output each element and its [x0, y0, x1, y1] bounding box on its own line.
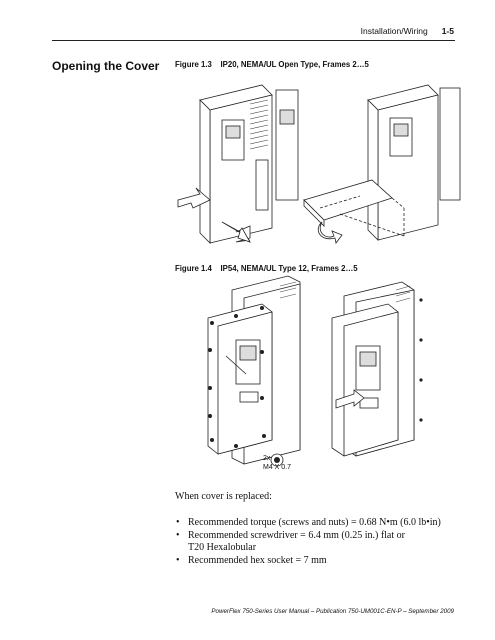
- figure-2-title: IP54, NEMA/UL Type 12, Frames 2…5: [220, 264, 358, 273]
- page-footer: PowerFlex 750-Series User Manual – Publi…: [211, 608, 454, 615]
- figure-2-caption: Figure 1.4 IP54, NEMA/UL Type 12, Frames…: [175, 264, 358, 273]
- continuation-text: T20 Hexalobular: [188, 542, 257, 553]
- drive-type-12-exploded: [207, 275, 301, 467]
- figure-2-number: Figure 1.4: [175, 264, 212, 273]
- figure-1-caption: Figure 1.3 IP20, NEMA/UL Open Type, Fram…: [175, 60, 369, 69]
- section-title: Opening the Cover: [52, 59, 160, 73]
- callout-size: M4 X 0.7: [263, 464, 292, 471]
- running-header: Installation/Wiring 1-5: [361, 26, 454, 36]
- list-item-continuation: T20 Hexalobular: [176, 542, 441, 555]
- drive-open-type-opened: [303, 84, 461, 244]
- figure-1-number: Figure 1.3: [175, 60, 212, 69]
- page-number: 1-5: [441, 26, 454, 36]
- header-title: Installation/Wiring: [360, 26, 428, 36]
- drive-open-type-closed: [177, 84, 299, 244]
- list-item: Recommended screwdriver = 6.4 mm (0.25 i…: [176, 530, 441, 543]
- figure-1-title: IP20, NEMA/UL Open Type, Frames 2…5: [220, 60, 369, 69]
- drive-type-12-assembled: [331, 281, 423, 457]
- list-item: Recommended hex socket = 7 mm: [176, 555, 441, 568]
- callout-qty: 2x: [263, 455, 271, 462]
- callout-label: 2x M4 X 0.7: [263, 454, 291, 472]
- list-item: Recommended torque (screws and nuts) = 0…: [176, 517, 441, 530]
- intro-text: When cover is replaced:: [175, 491, 272, 502]
- header-rule: [52, 40, 455, 41]
- requirements-list: Recommended torque (screws and nuts) = 0…: [166, 517, 441, 567]
